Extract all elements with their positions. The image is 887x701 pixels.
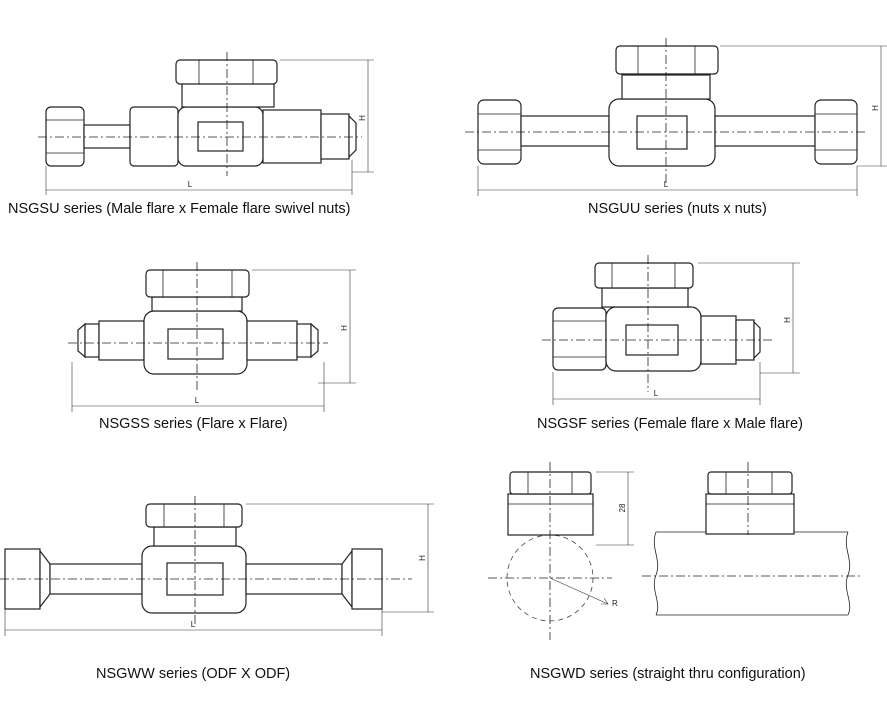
- diagram-nsguu: L H NSGUU series (nuts x nuts): [465, 38, 887, 217]
- nsgss-caption: NSGSS series (Flare x Flare): [99, 416, 288, 432]
- nsgsu-height-label: H: [358, 115, 367, 121]
- nsgww-length-label: L: [191, 620, 196, 629]
- nsgwd-height-label: 28: [618, 503, 627, 512]
- diagram-nsgww: L H NSGWW series (ODF X ODF): [0, 496, 434, 682]
- nsgww-caption: NSGWW series (ODF X ODF): [96, 666, 290, 682]
- diagram-nsgss: L H NSGSS series (Flare x Flare): [68, 262, 356, 432]
- nsgss-length-label: L: [195, 396, 200, 405]
- nsgsu-length-label: L: [188, 180, 193, 189]
- nsgss-height-label: H: [340, 325, 349, 331]
- nsguu-length-label: L: [664, 180, 669, 189]
- nsgwd-caption: NSGWD series (straight thru configuratio…: [530, 666, 806, 682]
- nsgsf-caption: NSGSF series (Female flare x Male flare): [537, 416, 803, 432]
- diagram-nsgwd: R 28 NSGWD series (straight thru configu…: [488, 462, 862, 682]
- diagram-nsgsf: L H NSGSF series (Female flare x Male fl…: [537, 255, 803, 432]
- nsguu-caption: NSGUU series (nuts x nuts): [588, 201, 767, 217]
- nsgsf-height-label: H: [783, 317, 792, 323]
- nsgwd-radius-label: R: [612, 599, 618, 608]
- nsgww-height-label: H: [418, 555, 427, 561]
- nsguu-height-label: H: [871, 105, 880, 111]
- diagram-nsgsu: L H NSGSU series (Male flare x Female fl…: [8, 52, 374, 217]
- nsgsf-length-label: L: [654, 389, 659, 398]
- nsgsu-caption: NSGSU series (Male flare x Female flare …: [8, 201, 350, 217]
